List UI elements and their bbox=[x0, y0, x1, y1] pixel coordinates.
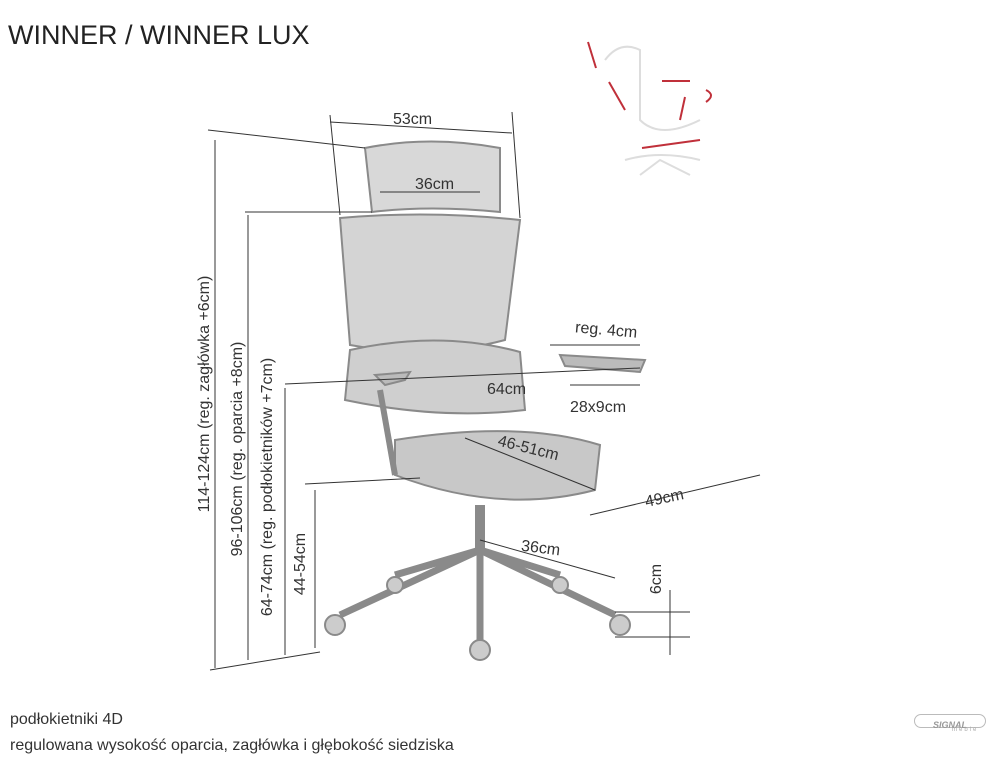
brand-name: SIGNAL bbox=[932, 720, 967, 730]
dim-seat-height: 44-54cm bbox=[292, 532, 309, 596]
dim-back-height: 96-106cm (reg. oparcia +8cm) bbox=[229, 341, 246, 557]
dim-armrest-span: 64cm bbox=[487, 381, 527, 398]
adjustment-thumbnail bbox=[587, 41, 712, 176]
brand-logo: SIGNAL bbox=[914, 714, 986, 730]
brand-sub: meble bbox=[952, 727, 979, 733]
feature-armrests: podłokietniki 4D bbox=[10, 711, 123, 728]
dim-headrest-width: 36cm bbox=[415, 176, 455, 193]
dim-width-top: 53cm bbox=[393, 111, 433, 128]
dimension-lines bbox=[207, 111, 761, 671]
dim-armrest-pad: 28x9cm bbox=[570, 399, 627, 416]
dim-armrest-height: 64-74cm (reg. podłokietników +7cm) bbox=[259, 357, 276, 617]
page-title: WINNER / WINNER LUX bbox=[8, 20, 310, 50]
dim-total-height: 114-124cm (reg. zagłówka +6cm) bbox=[196, 275, 213, 513]
dim-wheel-height: 6cm bbox=[648, 563, 666, 595]
feature-adjustments: regulowana wysokość oparcia, zagłówka i … bbox=[10, 737, 454, 754]
